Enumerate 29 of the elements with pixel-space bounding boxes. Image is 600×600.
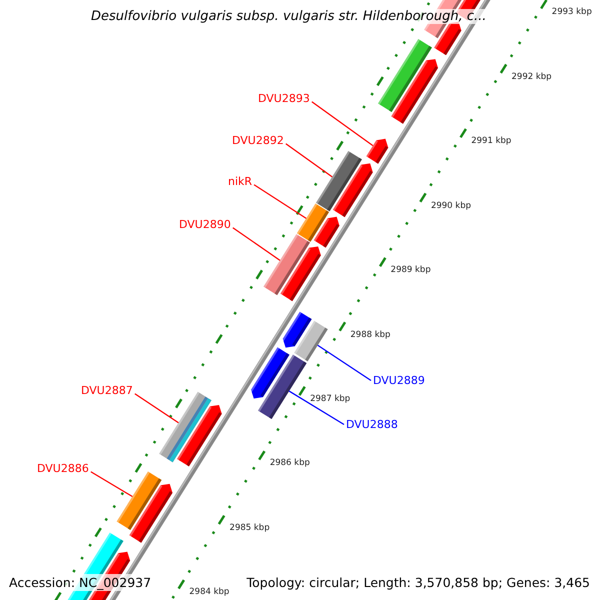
scale-label: 2991 kbp [471, 136, 512, 146]
gene-bar [366, 138, 388, 164]
gene-label: DVU2890 [179, 218, 231, 231]
gene-label: nikR [228, 175, 252, 188]
gene-label: DVU2889 [373, 374, 425, 387]
gene-label: DVU2892 [232, 134, 284, 147]
gene-label: DVU2886 [37, 462, 89, 475]
leader-line [254, 184, 307, 219]
scale-label: 2985 kbp [230, 522, 270, 533]
scale-label: 2988 kbp [350, 330, 390, 340]
scale-label: 2984 kbp [189, 587, 230, 598]
scale-label: 2989 kbp [390, 265, 431, 276]
gene-bar [258, 354, 307, 419]
leader-line [286, 143, 333, 178]
leader-line [312, 101, 374, 146]
gene-label: DVU2893 [258, 92, 310, 105]
gene-label: DVU2887 [81, 384, 133, 397]
leader-line [288, 390, 344, 426]
scale-label: 2987 kbp [310, 394, 350, 404]
leader-line [317, 344, 372, 381]
leader-line [134, 393, 179, 424]
scale-label: 2993 kbp [552, 7, 592, 18]
gene-label: DVU2888 [346, 418, 398, 431]
scale-label: 2990 kbp [430, 200, 472, 211]
gene-bar [294, 320, 328, 362]
leader-line [90, 471, 133, 498]
leader-line [232, 227, 280, 261]
scale-label: 2986 kbp [270, 458, 310, 468]
scale-label: 2992 kbp [512, 72, 552, 82]
